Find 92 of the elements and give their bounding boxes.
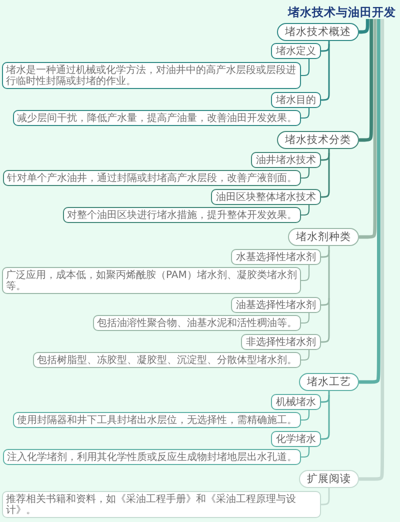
detail-box bbox=[63, 207, 301, 223]
detail-text: 对整个油田区块进行堵水措施，提升整体开发效果。 bbox=[67, 210, 297, 220]
branch-line bbox=[308, 108, 310, 111]
subtopic-text: 机械堵水 bbox=[276, 396, 316, 408]
subtopic-box bbox=[231, 297, 321, 313]
detail-box bbox=[2, 62, 301, 89]
branch-line bbox=[358, 18, 370, 34]
detail-box bbox=[33, 352, 301, 368]
branch-line bbox=[328, 391, 330, 395]
main-topic-box bbox=[299, 470, 359, 488]
subtopic-text: 堵水定义 bbox=[276, 46, 316, 56]
subtopic-text: 堵水目的 bbox=[276, 94, 316, 106]
detail-box bbox=[3, 170, 301, 186]
branch-line bbox=[328, 41, 330, 44]
detail-text: 注入化学堵剂，利用其化学性质或反应生成物封堵地层出水孔道。 bbox=[7, 452, 297, 462]
main-topic-text: 堵水技术概述 bbox=[285, 26, 351, 38]
main-topic-text: 扩展阅读 bbox=[307, 473, 351, 485]
branch-line bbox=[328, 395, 330, 432]
branch-line bbox=[308, 205, 310, 208]
main-topic-text: 堵水技术分类 bbox=[285, 134, 351, 146]
subtopic-box bbox=[231, 249, 321, 265]
branch-line bbox=[320, 44, 330, 52]
branch-line bbox=[308, 168, 310, 171]
subtopic-box bbox=[241, 334, 321, 350]
detail-box bbox=[13, 110, 301, 126]
main-topic-text: 堵水工艺 bbox=[307, 376, 351, 388]
branch-line bbox=[300, 450, 310, 458]
branch-line bbox=[300, 171, 310, 179]
main-topic-box bbox=[277, 131, 359, 149]
subtopic-text: 油田区块整体堵水技术 bbox=[216, 192, 316, 202]
detail-text: 减少层间干扰，降低产水量，提高产油量，改善油田开发效果。 bbox=[17, 112, 297, 124]
branch-line bbox=[320, 335, 330, 343]
subtopic-text: 油基选择性堵水剂 bbox=[236, 300, 316, 310]
branch-line bbox=[308, 447, 310, 450]
detail-box bbox=[13, 412, 301, 428]
detail-box bbox=[3, 449, 301, 465]
branch-line bbox=[320, 153, 330, 161]
subtopic-text: 油井堵水技术 bbox=[256, 154, 316, 166]
detail-box bbox=[2, 491, 321, 518]
branch-line bbox=[320, 93, 330, 101]
main-topic-text: 堵水剂种类 bbox=[296, 231, 351, 243]
branch-line bbox=[359, 19, 380, 384]
branch-line bbox=[328, 44, 330, 93]
branch-line bbox=[328, 149, 330, 153]
branch-line bbox=[359, 19, 384, 481]
detail-text: 包括油溶性聚合物、油基水泥和活性稠油等。 bbox=[97, 318, 297, 328]
detail-text: 包括树脂型、冻胶型、凝胶型、沉淀型、分散体型堵水剂。 bbox=[37, 354, 297, 366]
detail-text: 堵水是一种通过机械或化学方法，对油井中的高产水层段或层段进行临时性封隔或封堵的作业。 bbox=[6, 64, 297, 86]
branch-line bbox=[358, 19, 373, 142]
branch-line bbox=[308, 313, 310, 316]
branch-line bbox=[300, 111, 310, 119]
detail-text: 推荐相关书籍和资料，如《采油工程手册》和《采油工程原理与设计》。 bbox=[6, 494, 297, 516]
detail-text: 广泛应用，成本低，如聚丙烯酰胺（PAM）堵水剂、凝胶类堵水剂等。 bbox=[6, 270, 297, 292]
branch-line bbox=[328, 153, 330, 190]
subtopic-box bbox=[271, 394, 321, 410]
branch-line bbox=[300, 208, 310, 216]
branch-line bbox=[320, 298, 330, 306]
subtopic-text: 水基选择性堵水剂 bbox=[236, 252, 316, 262]
branch-line bbox=[300, 316, 310, 324]
branch-line bbox=[308, 265, 310, 274]
detail-text: 针对单个产水油井，通过封隔或封堵高产水层段，改善产液剖面。 bbox=[7, 172, 297, 184]
subtopic-text: 化学堵水 bbox=[276, 434, 316, 444]
branch-line bbox=[320, 432, 330, 440]
branch-line bbox=[320, 190, 330, 198]
subtopic-box bbox=[251, 152, 321, 168]
detail-box bbox=[2, 267, 301, 294]
subtopic-text: 非选择性堵水剂 bbox=[246, 336, 316, 348]
branch-line bbox=[308, 350, 310, 353]
branch-line bbox=[358, 19, 377, 239]
main-topic-box bbox=[299, 373, 359, 391]
branch-line bbox=[328, 488, 330, 498]
subtopic-box bbox=[271, 43, 321, 59]
branch-line bbox=[328, 246, 330, 250]
branch-line bbox=[300, 413, 310, 421]
branch-line bbox=[320, 498, 330, 506]
root-topic-text: 堵水技术与油田开发 bbox=[288, 5, 396, 19]
branch-line bbox=[320, 395, 330, 403]
main-topic-box bbox=[288, 228, 359, 246]
branch-line bbox=[300, 68, 310, 76]
branch-line bbox=[300, 274, 310, 282]
detail-text: 使用封隔器和井下工具封堵出水层位，无选择性，需精确施工。 bbox=[17, 414, 297, 426]
branch-line bbox=[300, 353, 310, 361]
main-topic-box bbox=[277, 23, 359, 41]
subtopic-box bbox=[271, 431, 321, 447]
detail-box bbox=[93, 315, 301, 331]
subtopic-box bbox=[271, 92, 321, 108]
branch-line bbox=[308, 59, 310, 68]
branch-line bbox=[328, 250, 330, 298]
branch-line bbox=[308, 410, 310, 413]
branch-line bbox=[328, 298, 330, 335]
subtopic-box bbox=[211, 189, 321, 205]
branch-line bbox=[320, 250, 330, 258]
